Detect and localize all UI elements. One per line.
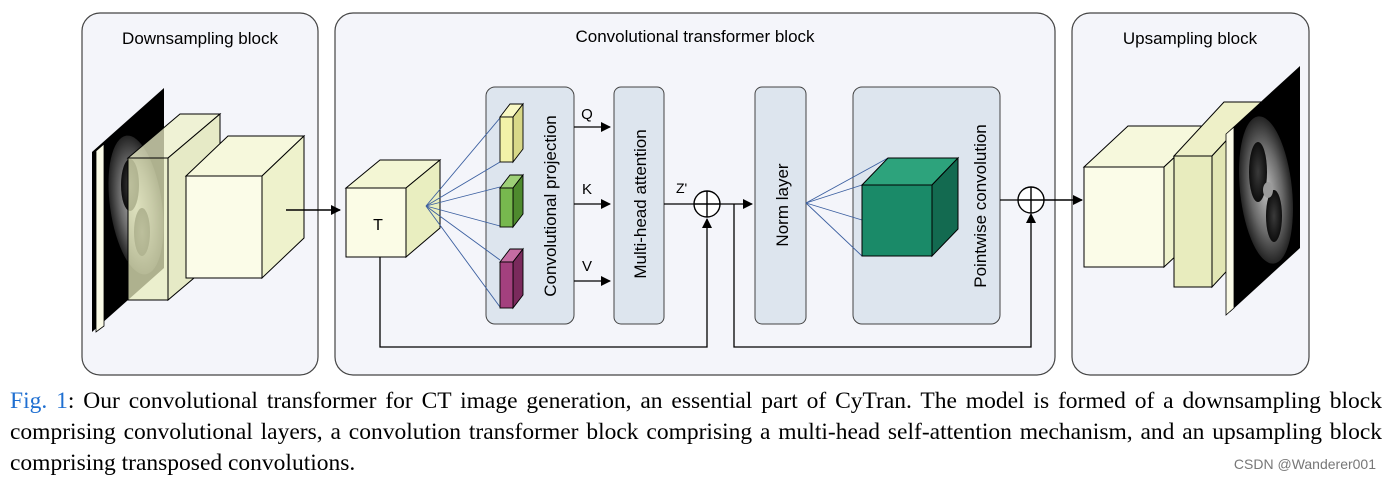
figure-label: Fig. 1: [10, 388, 68, 414]
norm-layer-label: Norm layer: [773, 163, 792, 246]
v-projection-cube: [499, 247, 524, 310]
v-label: V: [582, 258, 592, 275]
tensor-label: T: [373, 217, 383, 234]
skip-connection-1: [379, 218, 712, 348]
watermark: CSDN @Wanderer001: [1233, 456, 1376, 472]
q-label: Q: [581, 106, 593, 123]
architecture-diagram: Downsampling block Convolutional transfo…: [81, 12, 1310, 376]
pointwise-fan-lines: [805, 157, 889, 257]
transformer-title: Convolutional transformer block: [575, 27, 815, 46]
downsampling-title: Downsampling block: [122, 29, 278, 48]
downsampling-conv-layer-2: [184, 134, 306, 280]
figure-caption: Fig. 1: Our convolutional transformer fo…: [10, 386, 1382, 479]
q-projection-cube: [499, 102, 524, 164]
attention-label: Multi-head attention: [631, 129, 650, 278]
conv-projection-label: Convolutional projection: [541, 115, 560, 296]
residual-add-2-icon: [1017, 186, 1045, 214]
projection-fan-lines: [425, 117, 501, 308]
skip-connection-2: [733, 204, 1036, 348]
conv-projection-module: [485, 86, 575, 325]
upsampling-title: Upsampling block: [1123, 29, 1258, 48]
k-label: K: [582, 181, 592, 198]
pointwise-cube: [860, 156, 960, 258]
z-label: Z': [676, 180, 687, 196]
attention-module: [613, 86, 665, 325]
tensor-cube: T: [344, 158, 442, 259]
k-projection-cube: [499, 173, 524, 229]
residual-add-1-icon: [693, 190, 721, 218]
output-ct-slice: [1225, 66, 1300, 316]
pointwise-label: Pointwise convolution: [971, 124, 990, 287]
caption-text: : Our convolutional transformer for CT i…: [10, 388, 1382, 476]
norm-layer-module: [754, 86, 807, 325]
